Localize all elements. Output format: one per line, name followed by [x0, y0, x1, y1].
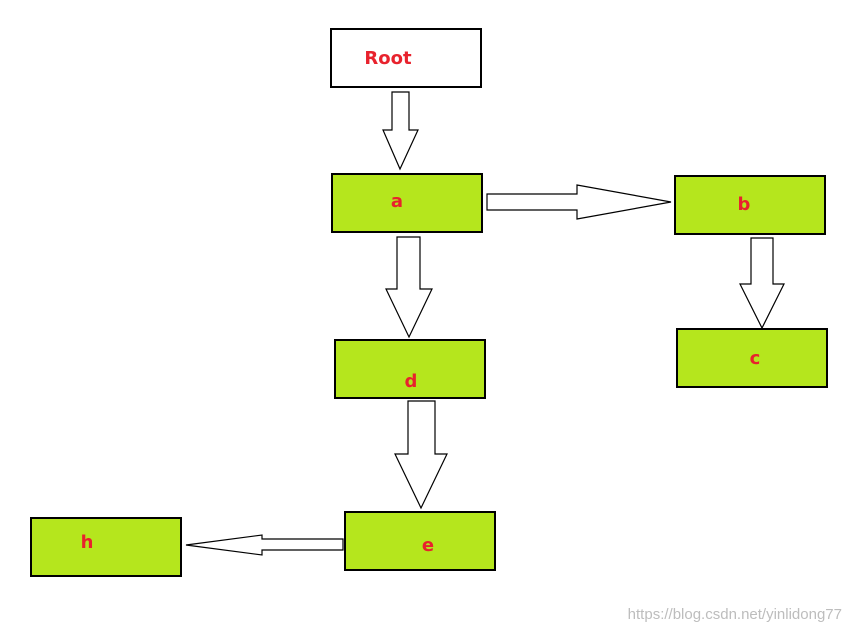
node-root: Root [330, 28, 482, 88]
node-d-label: d [405, 371, 418, 392]
node-h: h [30, 517, 182, 577]
watermark: https://blog.csdn.net/yinlidong77 [627, 606, 842, 623]
arrow-root-to-a [382, 91, 419, 171]
node-e: e [344, 511, 496, 571]
node-h-label: h [81, 532, 94, 553]
node-b: b [674, 175, 826, 235]
node-root-label: Root [364, 48, 412, 69]
arrow-a-to-d [385, 236, 433, 339]
arrow-d-to-e [394, 400, 448, 510]
arrow-b-to-c [739, 237, 785, 330]
node-c-label: c [750, 348, 761, 369]
node-c: c [676, 328, 828, 388]
node-a-label: a [391, 191, 403, 212]
arrow-e-to-h [185, 534, 344, 556]
arrow-a-to-b [486, 184, 672, 220]
node-e-label: e [422, 535, 434, 556]
node-a: a [331, 173, 483, 233]
node-b-label: b [738, 194, 751, 215]
node-d: d [334, 339, 486, 399]
